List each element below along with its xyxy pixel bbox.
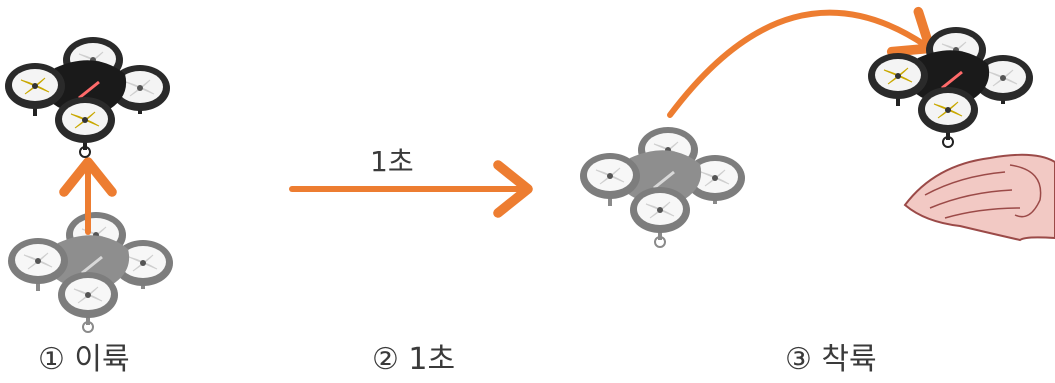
duration-label: 1초 [370,145,414,178]
drone-icon [868,27,1033,147]
arrow-icon [667,6,935,118]
step-caption-hover: ② 1초 [372,342,456,377]
drone-icon [580,127,745,247]
drone-icon [5,37,170,157]
hand-icon [903,153,1055,242]
step-caption-takeoff: ① 이륙 [38,342,130,377]
step-caption-landing: ③ 착륙 [785,342,877,377]
